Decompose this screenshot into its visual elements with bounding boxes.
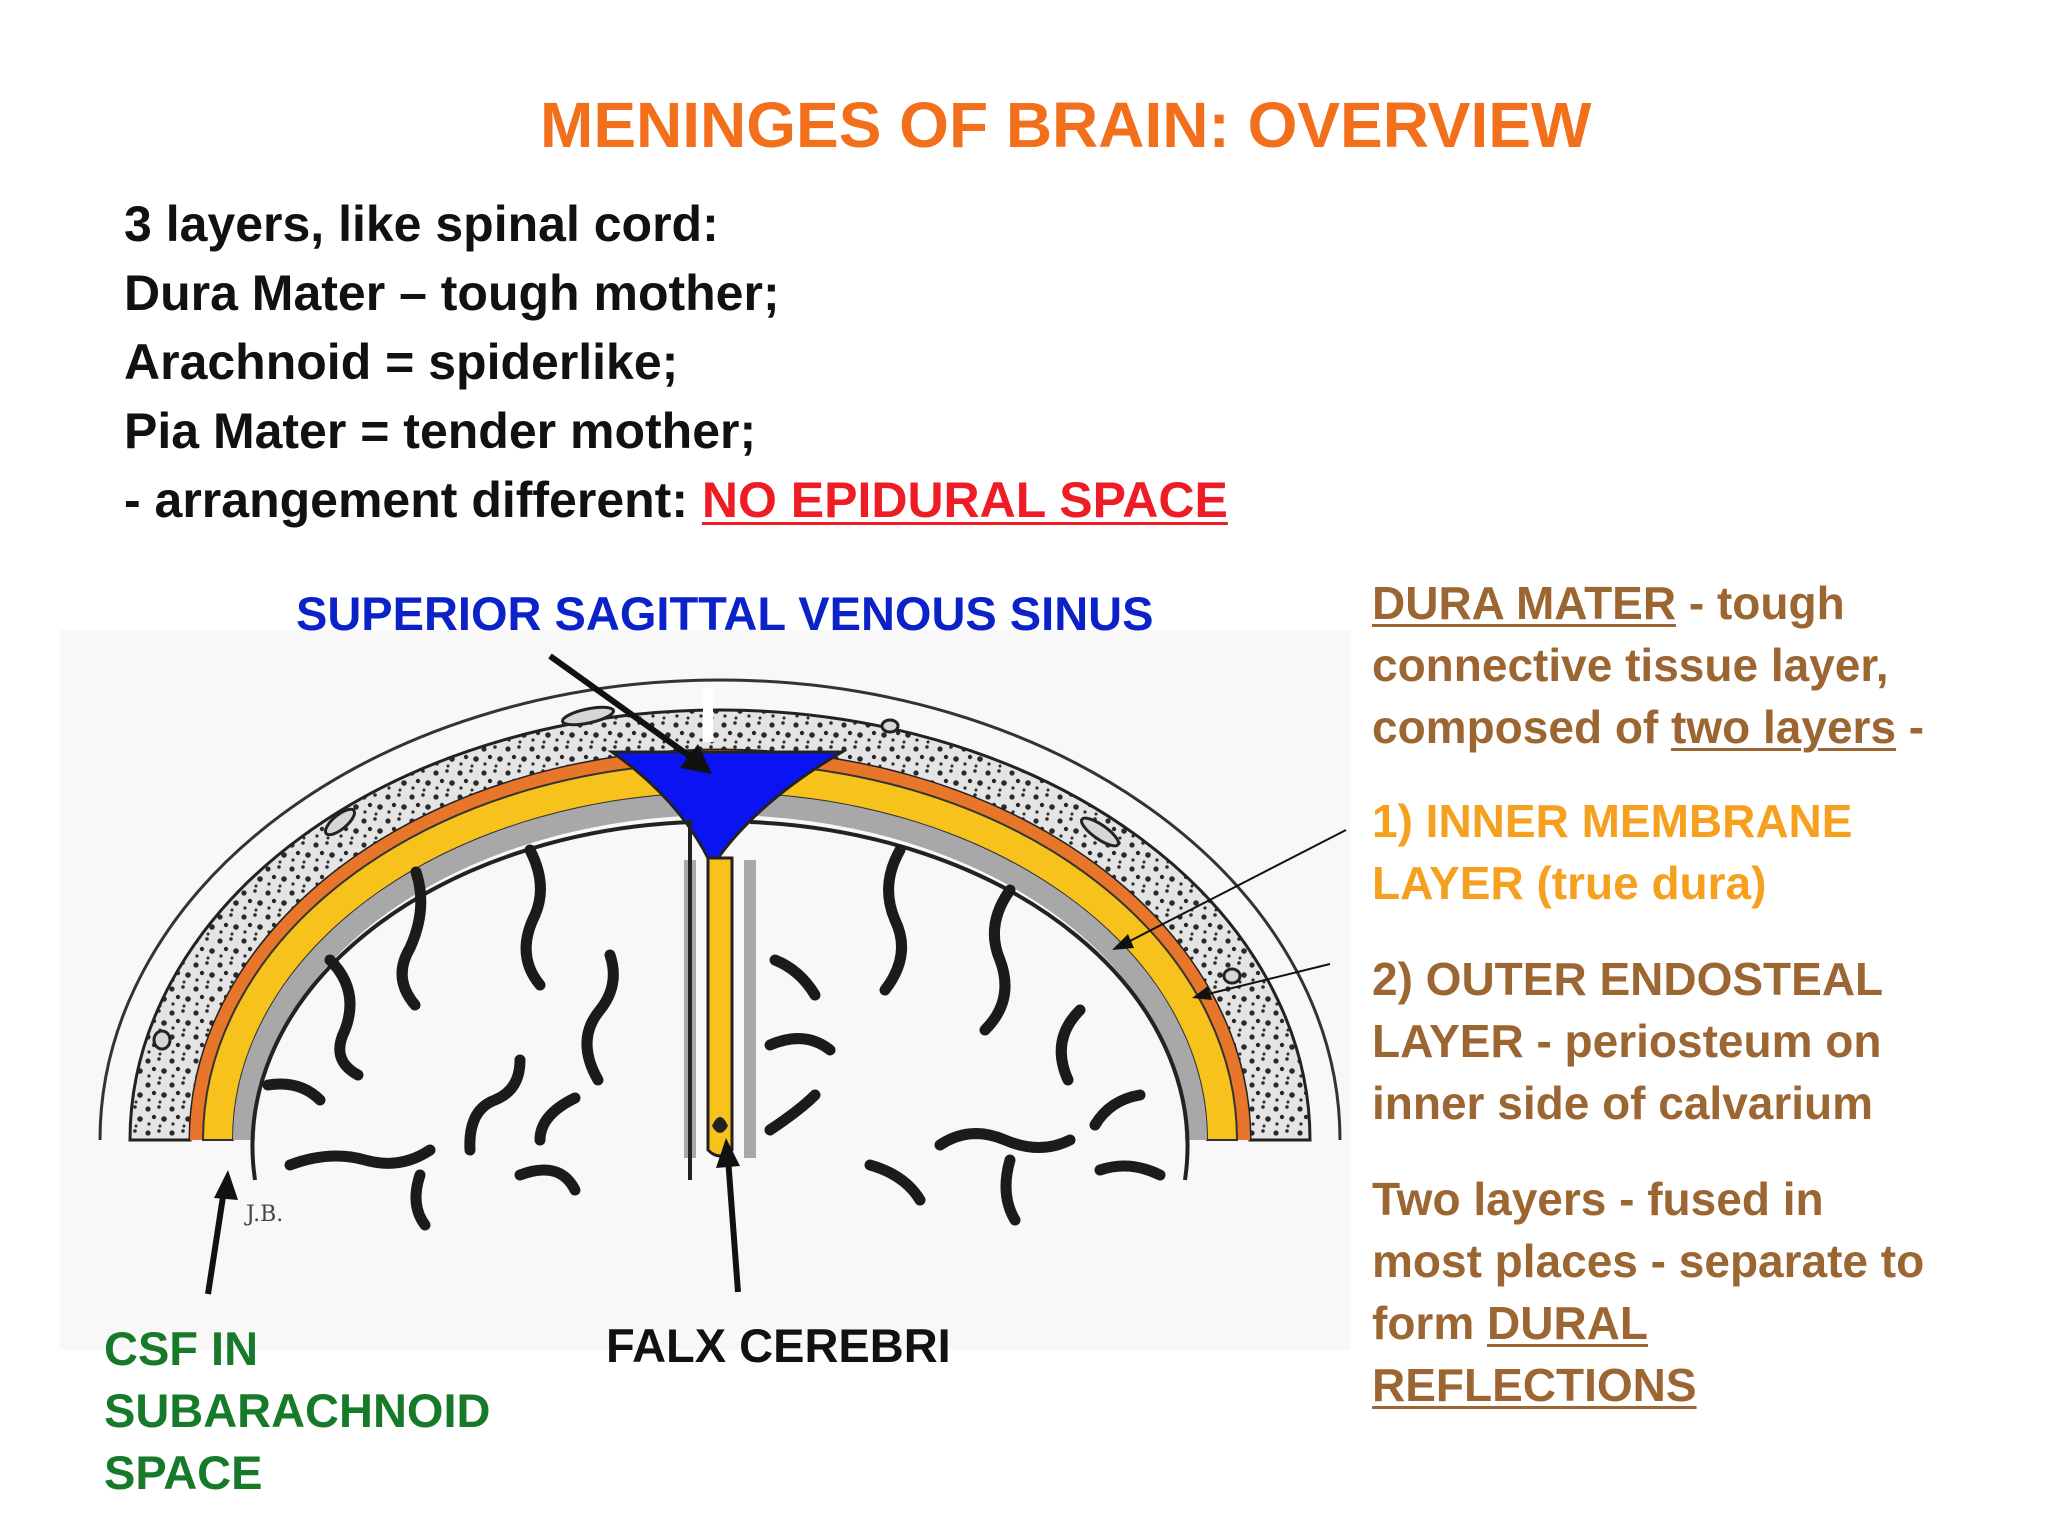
label-falx-cerebri: FALX CEREBRI (606, 1319, 951, 1372)
dura-mater-description: DURA MATER - tough connective tissue lay… (1372, 572, 1924, 758)
dura-tough-text: - tough (1676, 577, 1845, 629)
intro-text: 3 layers, like spinal cord: Dura Mater –… (124, 190, 1228, 535)
midline-vessel (712, 1117, 728, 1133)
outer-layer-line: inner side of calvarium (1372, 1077, 1874, 1129)
pointer-arrows (205, 653, 1347, 1295)
no-epidural-space-highlight: NO EPIDURAL SPACE (701, 472, 1228, 528)
scalp-outline (98, 678, 1342, 1141)
label-superior-sagittal-sinus: SUPERIOR SAGITTAL VENOUS SINUS (296, 587, 1154, 640)
arrangement-text: - arrangement different: (124, 472, 702, 528)
falx-cerebri (706, 856, 734, 1158)
dural-reflections-description: Two layers - fused in most places - sepa… (1372, 1168, 1924, 1416)
dura-composed-line: composed of two layers - (1372, 696, 1924, 758)
fused-line: REFLECTIONS (1372, 1354, 1924, 1416)
intro-line-arachnoid: Arachnoid = spiderlike; (124, 334, 679, 390)
inner-layer-line: LAYER (true dura) (1372, 857, 1767, 909)
left-hemisphere-outline (250, 819, 692, 1181)
artist-signature: J.B. (246, 1202, 284, 1227)
reflections-underlined: REFLECTIONS (1372, 1359, 1697, 1411)
dura-mater-heading: DURA MATER (1372, 577, 1677, 629)
intro-line-dura: Dura Mater – tough mother; (124, 265, 780, 321)
intro-line-pia: Pia Mater = tender mother; (124, 403, 757, 459)
dura-heading-line: DURA MATER - tough (1372, 572, 1924, 634)
dura-connective-line: connective tissue layer, (1372, 639, 1889, 691)
dural-underlined: DURAL (1487, 1297, 1648, 1349)
outer-layer-line: 2) OUTER ENDOSTEAL (1372, 953, 1884, 1005)
right-hemisphere-outline (749, 820, 1190, 1181)
outer-endosteal-layer-description: 2) OUTER ENDOSTEAL LAYER - periosteum on… (1372, 948, 1883, 1134)
form-text: form (1372, 1297, 1487, 1349)
label-csf-subarachnoid: CSF IN SUBARACHNOID SPACE (104, 1318, 490, 1504)
csf-label-line: CSF IN (104, 1322, 259, 1375)
two-layers-underlined: two layers (1671, 701, 1897, 753)
inner-membrane-layer-description: 1) INNER MEMBRANE LAYER (true dura) (1372, 790, 1852, 914)
outer-layer-line: LAYER - periosteum on (1372, 1015, 1882, 1067)
inner-layer-line: 1) INNER MEMBRANE (1372, 795, 1853, 847)
composed-of-text: composed of (1372, 701, 1672, 753)
cortical-sulci (262, 844, 1166, 1231)
dash-text: - (1896, 701, 1925, 753)
fused-line: form DURAL (1372, 1292, 1924, 1354)
csf-label-line: SPACE (104, 1446, 263, 1499)
fused-line: most places - separate to (1372, 1235, 1925, 1287)
slide-title: MENINGES OF BRAIN: OVERVIEW (540, 89, 1592, 161)
fused-line: Two layers - fused in (1372, 1173, 1824, 1225)
intro-line-layers: 3 layers, like spinal cord: (124, 196, 719, 252)
intro-line-arrangement: - arrangement different: NO EPIDURAL SPA… (124, 466, 1228, 535)
csf-label-line: SUBARACHNOID (104, 1384, 491, 1437)
bone-vessel-channels (152, 705, 1242, 1051)
